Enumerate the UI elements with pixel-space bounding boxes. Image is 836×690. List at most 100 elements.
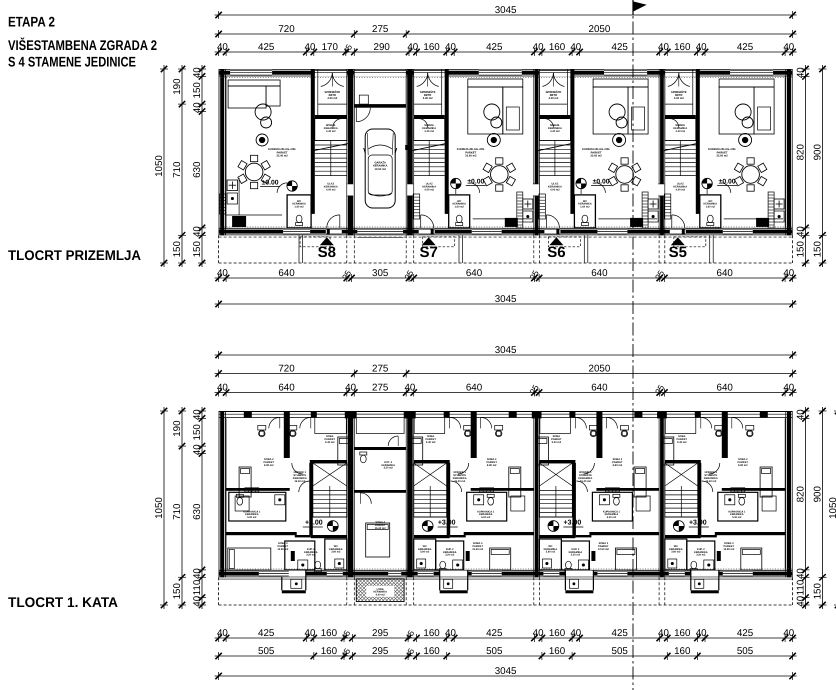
svg-text:VIŠESTAMBENA ZGRADA 2: VIŠESTAMBENA ZGRADA 2	[8, 37, 157, 53]
svg-text:2050: 2050	[589, 24, 611, 35]
svg-text:710: 710	[172, 503, 183, 520]
svg-text:9.40 m2: 9.40 m2	[677, 441, 687, 444]
svg-text:40: 40	[696, 42, 707, 53]
svg-text:190: 190	[172, 78, 183, 95]
svg-text:710: 710	[172, 161, 183, 178]
svg-text:900: 900	[812, 143, 823, 160]
svg-text:SPREMIŠTE: SPREMIŠTE	[671, 90, 687, 94]
svg-text:3.50 m2: 3.50 m2	[384, 467, 394, 470]
svg-text:S6: S6	[547, 244, 565, 261]
svg-text:KERAMIKA: KERAMIKA	[373, 591, 387, 594]
svg-text:BETR: BETR	[329, 94, 336, 97]
svg-text:640: 640	[717, 268, 734, 279]
svg-text:PARKET: PARKET	[717, 151, 728, 154]
svg-text:12.50 m2: 12.50 m2	[472, 548, 484, 551]
svg-text:9.40 m2: 9.40 m2	[552, 441, 562, 444]
svg-text:S7: S7	[420, 244, 438, 261]
svg-text:KUP. 2: KUP. 2	[446, 548, 454, 551]
svg-text:KERAMIKA: KERAMIKA	[452, 203, 466, 206]
svg-text:160: 160	[321, 628, 338, 639]
svg-text:KERAMIKA: KERAMIKA	[704, 477, 718, 480]
svg-text:8.80 m2: 8.80 m2	[613, 464, 623, 467]
svg-text:KERAMIKA: KERAMIKA	[453, 477, 467, 480]
svg-text:40: 40	[783, 268, 794, 279]
svg-text:SOBA 2: SOBA 2	[738, 458, 748, 461]
svg-text:KERAMIKA: KERAMIKA	[292, 203, 306, 206]
svg-text:HODNIK 1: HODNIK 1	[294, 471, 307, 474]
svg-text:5.30 m2: 5.30 m2	[607, 516, 617, 519]
svg-text:SOBA: SOBA	[427, 435, 435, 438]
svg-text:KERAMIKA: KERAMIKA	[673, 127, 687, 130]
svg-text:KUHINJA+BLAG.+DN.: KUHINJA+BLAG.+DN.	[708, 148, 736, 151]
svg-text:295: 295	[372, 646, 389, 657]
svg-text:40: 40	[192, 409, 203, 420]
svg-text:12.50 m2: 12.50 m2	[723, 548, 735, 551]
svg-text:WC: WC	[708, 200, 712, 203]
svg-text:PARKET: PARKET	[465, 151, 476, 154]
svg-text:640: 640	[278, 382, 295, 393]
svg-text:8.80 m2: 8.80 m2	[738, 464, 748, 467]
svg-text:19.60 m2: 19.60 m2	[375, 168, 387, 171]
svg-text:150: 150	[192, 82, 203, 99]
svg-text:PARKET: PARKET	[325, 438, 336, 441]
svg-text:ULAZ: ULAZ	[327, 183, 334, 186]
svg-text:40: 40	[795, 67, 806, 78]
svg-text:KUPAONICA 1: KUPAONICA 1	[243, 510, 261, 513]
svg-text:KERAMIKA: KERAMIKA	[704, 203, 718, 206]
svg-text:1050: 1050	[154, 155, 165, 177]
svg-text:40: 40	[533, 42, 544, 53]
svg-text:HODNIK 1: HODNIK 1	[705, 471, 718, 474]
svg-text:WC: WC	[548, 545, 552, 548]
svg-text:PARKET: PARKET	[591, 151, 602, 154]
svg-text:40: 40	[404, 382, 415, 393]
svg-text:9.40 m2: 9.40 m2	[325, 441, 335, 444]
svg-text:40: 40	[217, 382, 228, 393]
svg-text:160: 160	[549, 42, 566, 53]
svg-text:KERAMIKA: KERAMIKA	[673, 186, 687, 189]
svg-text:425: 425	[258, 628, 275, 639]
svg-text:40: 40	[783, 628, 794, 639]
svg-text:TLOCRT PRIZEMLJA: TLOCRT PRIZEMLJA	[8, 247, 141, 263]
svg-text:720: 720	[278, 363, 295, 374]
svg-text:720: 720	[278, 24, 295, 35]
svg-text:PARKET: PARKET	[612, 461, 623, 464]
svg-text:3.60 m2: 3.60 m2	[331, 551, 341, 554]
svg-text:425: 425	[612, 42, 629, 53]
svg-text:ULAZ: ULAZ	[551, 183, 558, 186]
svg-text:±0.00: ±0.00	[593, 179, 610, 186]
svg-text:160: 160	[549, 646, 566, 657]
svg-text:KERAMIKA: KERAMIKA	[293, 477, 307, 480]
svg-text:PARKET: PARKET	[738, 461, 749, 464]
svg-text:KERAMIKA: KERAMIKA	[381, 464, 395, 467]
svg-text:GARAŽA: GARAŽA	[374, 161, 386, 165]
svg-text:160: 160	[423, 42, 440, 53]
svg-text:3.40 m2: 3.40 m2	[676, 130, 686, 133]
svg-text:PARKET: PARKET	[264, 461, 275, 464]
svg-text:PARKET: PARKET	[278, 545, 289, 548]
svg-text:1.60 m2: 1.60 m2	[295, 206, 305, 209]
svg-text:15.40 m2: 15.40 m2	[705, 480, 717, 483]
svg-text:40: 40	[783, 382, 794, 393]
svg-text:KUP. 2: KUP. 2	[307, 548, 315, 551]
svg-text:150: 150	[192, 240, 203, 257]
svg-text:PARKET: PARKET	[598, 545, 609, 548]
svg-text:SOBA: SOBA	[678, 435, 686, 438]
svg-text:STUBIŠTE: STUBIŠTE	[293, 473, 306, 477]
svg-text:5.30 m2: 5.30 m2	[481, 516, 491, 519]
svg-text:WC: WC	[334, 545, 338, 548]
svg-text:KOT. 3: KOT. 3	[384, 461, 392, 464]
svg-text:KERAMIKA: KERAMIKA	[605, 513, 619, 516]
svg-text:150: 150	[192, 424, 203, 441]
svg-text:505: 505	[486, 646, 503, 657]
svg-text:40: 40	[658, 42, 669, 53]
svg-text:40: 40	[658, 628, 669, 639]
svg-text:40: 40	[445, 42, 456, 53]
svg-text:SPREMIŠTE: SPREMIŠTE	[546, 90, 562, 94]
svg-text:+3.00: +3.00	[564, 520, 582, 527]
svg-text:640: 640	[466, 382, 483, 393]
svg-text:KUP. 2: KUP. 2	[697, 548, 705, 551]
svg-text:40: 40	[217, 268, 228, 279]
svg-text:3045: 3045	[495, 5, 517, 16]
svg-text:SOBA 3: SOBA 3	[473, 542, 483, 545]
svg-text:1.60 m2: 1.60 m2	[706, 206, 716, 209]
